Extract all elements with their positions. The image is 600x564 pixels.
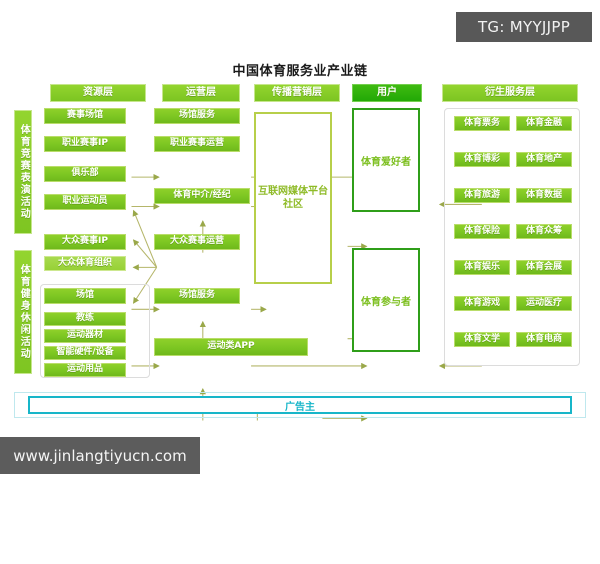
derivative-item-11[interactable]: 运动医疗 <box>516 296 572 311</box>
operation-item-4[interactable]: 场馆服务 <box>154 288 240 304</box>
resource-item-2[interactable]: 俱乐部 <box>44 166 126 182</box>
marketing-media-platform-label: 互联网媒体平台社区 <box>258 185 328 211</box>
advertiser-rail <box>14 392 586 418</box>
operation-item-2[interactable]: 体育中介/经纪 <box>154 188 250 204</box>
derivative-item-12[interactable]: 体育文学 <box>454 332 510 347</box>
resource-item-5[interactable]: 大众体育组织 <box>44 256 126 271</box>
resource-item-1[interactable]: 职业赛事IP <box>44 136 126 152</box>
derivative-item-0[interactable]: 体育票务 <box>454 116 510 131</box>
resource-fitness-group <box>40 284 150 378</box>
user-box-fans[interactable]: 体育爱好者 <box>352 108 420 212</box>
marketing-media-platform[interactable]: 互联网媒体平台社区 <box>254 112 332 284</box>
operation-item-1[interactable]: 职业赛事运营 <box>154 136 240 152</box>
value-chain-diagram: 资源层 运营层 传播营销层 用户 衍生服务层 体育竞赛表演活动 体育健身休闲活动… <box>14 84 586 428</box>
derivative-item-3[interactable]: 体育地产 <box>516 152 572 167</box>
header-marketing-layer[interactable]: 传播营销层 <box>254 84 340 102</box>
derivative-item-8[interactable]: 体育娱乐 <box>454 260 510 275</box>
diagram-screenshot: TG: MYYJJPP www.jinlangtiyucn.com 中国体育服务… <box>0 12 592 474</box>
header-operation-layer[interactable]: 运营层 <box>162 84 240 102</box>
segment-label-competition: 体育竞赛表演活动 <box>14 110 32 234</box>
resource-item-10[interactable]: 运动用品 <box>44 363 126 377</box>
resource-item-4[interactable]: 大众赛事IP <box>44 234 126 250</box>
derivative-item-6[interactable]: 体育保险 <box>454 224 510 239</box>
header-resource-layer[interactable]: 资源层 <box>50 84 146 102</box>
derivative-item-2[interactable]: 体育博彩 <box>454 152 510 167</box>
site-watermark: www.jinlangtiyucn.com <box>0 437 200 474</box>
user-box-participants-label: 体育参与者 <box>361 296 411 308</box>
segment-label-fitness: 体育健身休闲活动 <box>14 250 32 374</box>
resource-item-8[interactable]: 运动器材 <box>44 329 126 343</box>
derivative-item-5[interactable]: 体育数据 <box>516 188 572 203</box>
operation-item-5[interactable]: 运动类APP <box>154 338 308 356</box>
advertiser-bar[interactable]: 广告主 <box>28 396 572 414</box>
derivative-item-10[interactable]: 体育游戏 <box>454 296 510 311</box>
derivative-item-13[interactable]: 体育电商 <box>516 332 572 347</box>
derivative-item-9[interactable]: 体育会展 <box>516 260 572 275</box>
operation-item-0[interactable]: 场馆服务 <box>154 108 240 124</box>
resource-item-9[interactable]: 智能硬件/设备 <box>44 346 126 360</box>
page-title: 中国体育服务业产业链 <box>232 64 368 79</box>
resource-item-0[interactable]: 赛事场馆 <box>44 108 126 124</box>
operation-item-3[interactable]: 大众赛事运营 <box>154 234 240 250</box>
header-derivative-layer[interactable]: 衍生服务层 <box>442 84 578 102</box>
header-user-layer[interactable]: 用户 <box>352 84 422 102</box>
tg-watermark-badge: TG: MYYJJPP <box>456 12 592 42</box>
resource-item-3[interactable]: 职业运动员 <box>44 194 126 210</box>
derivative-item-1[interactable]: 体育金融 <box>516 116 572 131</box>
derivative-group <box>444 108 580 366</box>
user-box-fans-label: 体育爱好者 <box>361 156 411 168</box>
resource-item-6[interactable]: 场馆 <box>44 288 126 304</box>
derivative-item-4[interactable]: 体育旅游 <box>454 188 510 203</box>
derivative-item-7[interactable]: 体育众筹 <box>516 224 572 239</box>
resource-item-7[interactable]: 教练 <box>44 312 126 326</box>
user-box-participants[interactable]: 体育参与者 <box>352 248 420 352</box>
